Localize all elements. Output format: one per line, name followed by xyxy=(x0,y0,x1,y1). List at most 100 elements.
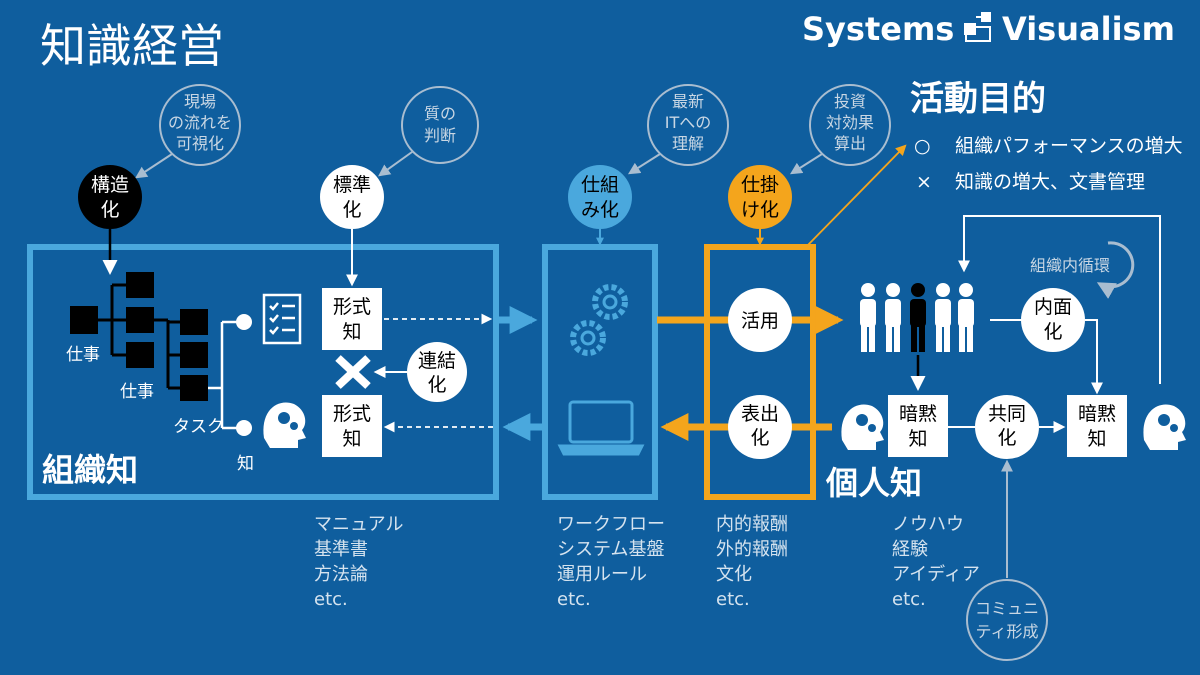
node-link-line2: 化 xyxy=(427,374,446,396)
node-mechanism xyxy=(568,165,632,229)
purpose-item-2: 知識の増大、文書管理 xyxy=(955,171,1145,193)
purpose-item-1: 組織パフォーマンスの増大 xyxy=(955,135,1183,157)
brand-right: Visualism xyxy=(1002,10,1175,48)
brand-left: Systems xyxy=(802,10,954,48)
note-community xyxy=(966,579,1048,661)
node-express xyxy=(728,395,792,459)
note-roi-line3: 算出 xyxy=(834,134,866,153)
note-community-line1: コミュニ xyxy=(975,599,1039,618)
org-knowledge-frame xyxy=(27,244,499,500)
tacit-right-line2: 知 xyxy=(1087,428,1106,450)
note-quality xyxy=(401,86,479,164)
purpose-title: 活動目的 xyxy=(910,79,1046,119)
tacit-knowledge-left xyxy=(888,395,948,457)
list-system-item: 運用ルール xyxy=(557,564,647,585)
node-device-line1: 仕掛 xyxy=(741,174,779,196)
list-system-item: etc. xyxy=(557,589,591,610)
gears-icon xyxy=(570,284,628,356)
node-device xyxy=(728,165,792,229)
list-personal: ノウハウ 経験 アイディア etc. xyxy=(892,514,980,610)
list-personal-item: アイディア xyxy=(892,564,980,585)
node-internalize-line1: 内面 xyxy=(1034,296,1072,318)
note-roi-line2: 対効果 xyxy=(826,113,874,132)
list-reward-item: 外的報酬 xyxy=(716,539,788,560)
list-org: マニュアル 基準書 方法論 etc. xyxy=(314,514,403,610)
checklist-icon xyxy=(262,293,302,345)
node-socialize-line1: 共同 xyxy=(988,403,1026,425)
section-personal-knowledge: 個人知 xyxy=(825,464,922,502)
node-link xyxy=(407,342,467,402)
list-system-item: システム基盤 xyxy=(557,539,664,560)
page-title: 知識経営 xyxy=(40,19,224,73)
list-personal-item: etc. xyxy=(892,589,926,610)
org-hierarchy-diagram xyxy=(70,272,208,401)
formal-bottom-line1: 形式 xyxy=(333,403,371,425)
node-utilize-label: 活用 xyxy=(741,310,779,332)
node-internalize xyxy=(1021,288,1085,352)
formal-bottom-line2: 知 xyxy=(342,428,361,450)
note-it-line3: 理解 xyxy=(672,134,704,153)
people-group-icon xyxy=(860,283,974,352)
list-personal-item: 経験 xyxy=(892,539,928,560)
formal-top-line1: 形式 xyxy=(333,296,371,318)
org-knowledge-label: 知 xyxy=(237,454,254,474)
flowchart-icon xyxy=(964,12,991,42)
formal-top-line2: 知 xyxy=(342,321,361,343)
node-mechanism-line1: 仕組 xyxy=(581,174,619,196)
tacit-knowledge-right xyxy=(1067,395,1127,457)
tacit-left-line1: 暗黙 xyxy=(899,403,937,425)
node-mechanism-line2: み化 xyxy=(581,199,619,221)
org-task-label: タスク xyxy=(173,417,224,437)
list-org-item: 方法論 xyxy=(314,564,368,585)
node-structure-line2: 化 xyxy=(100,199,119,221)
head-gears-icon xyxy=(841,404,884,450)
node-express-line1: 表出 xyxy=(741,403,779,425)
org-work-label-1: 仕事 xyxy=(66,345,100,365)
note-visualize-line3: 可視化 xyxy=(176,134,224,153)
node-utilize xyxy=(728,288,792,352)
note-quality-line2: 判断 xyxy=(424,126,456,145)
node-structure-line1: 構造 xyxy=(91,174,129,196)
system-frame xyxy=(542,244,658,500)
list-reward-item: 文化 xyxy=(716,564,752,585)
section-org-knowledge: 組織知 xyxy=(42,451,138,489)
node-express-line2: 化 xyxy=(750,427,769,449)
node-standard-line2: 化 xyxy=(342,199,361,221)
note-it-line2: ITへの xyxy=(665,113,712,132)
formal-knowledge-top xyxy=(322,288,382,350)
purpose-mark-2: × xyxy=(916,171,932,193)
note-roi-line1: 投資 xyxy=(834,92,866,111)
node-socialize xyxy=(975,395,1039,459)
tacit-right-line1: 暗黙 xyxy=(1078,403,1116,425)
list-system-item: ワークフロー xyxy=(557,514,665,535)
list-reward-item: 内的報酬 xyxy=(716,514,788,535)
list-org-item: 基準書 xyxy=(314,539,368,560)
note-visualize xyxy=(159,84,241,166)
connector-dot xyxy=(236,314,252,330)
note-it xyxy=(647,84,729,166)
node-socialize-line2: 化 xyxy=(997,427,1016,449)
cross-icon xyxy=(335,355,371,389)
reward-frame xyxy=(704,244,816,500)
note-quality-line1: 質の xyxy=(424,104,456,123)
note-visualize-line1: 現場 xyxy=(184,92,216,111)
list-personal-item: ノウハウ xyxy=(892,514,964,535)
tacit-left-line2: 知 xyxy=(908,428,927,450)
head-gears-icon xyxy=(263,402,306,448)
list-org-item: etc. xyxy=(314,589,348,610)
node-link-line1: 連結 xyxy=(418,350,456,372)
node-internalize-line2: 化 xyxy=(1043,321,1062,343)
node-device-line2: け化 xyxy=(741,199,779,221)
node-standard xyxy=(320,165,384,229)
note-visualize-line2: の流れを xyxy=(168,113,232,132)
node-standard-line1: 標準 xyxy=(333,174,371,196)
loop-label: 組織内循環 xyxy=(1030,256,1110,275)
head-gears-icon xyxy=(1143,404,1186,450)
formal-knowledge-bottom xyxy=(322,395,382,457)
cycle-icon xyxy=(1096,241,1135,299)
list-org-item: マニュアル xyxy=(314,514,403,535)
note-roi xyxy=(809,84,891,166)
laptop-icon xyxy=(557,400,645,456)
